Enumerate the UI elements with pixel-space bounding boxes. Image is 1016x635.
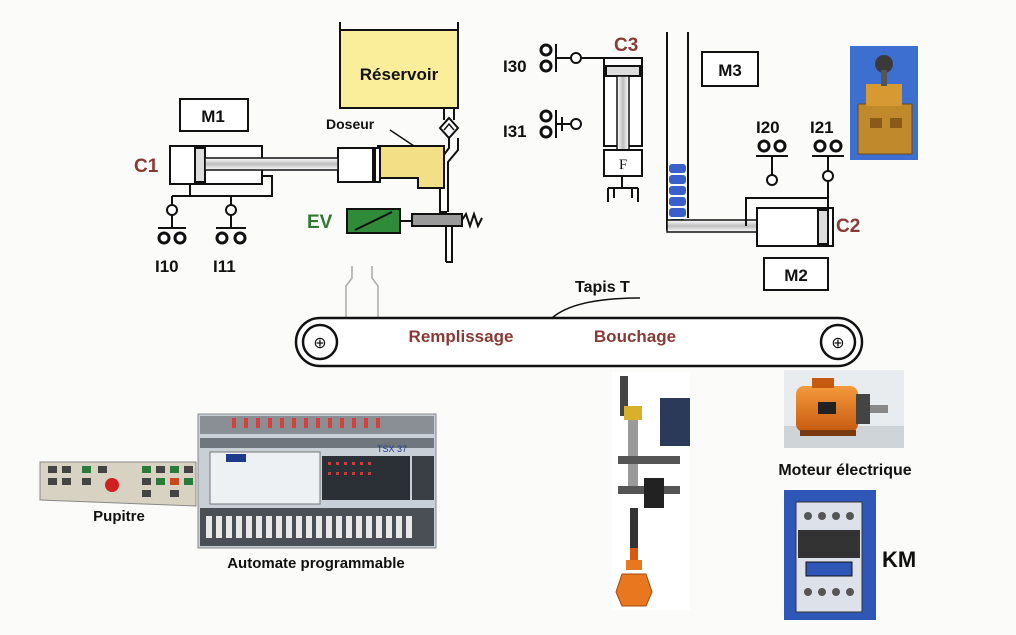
m1-label: M1 (201, 107, 225, 126)
km-label: KM (882, 547, 916, 572)
i30-label: I30 (503, 57, 527, 76)
capping-station-photo (612, 372, 690, 610)
c2-rod (666, 219, 758, 233)
cylinder-c2: C2 M2 (666, 197, 860, 291)
c3-rod (616, 75, 630, 151)
f-label: F (619, 157, 627, 173)
cylinder-c3: C3 F (556, 35, 643, 202)
doseur: Doseur (326, 116, 453, 263)
bottle-outline (345, 266, 379, 319)
ev-label: EV (307, 212, 333, 233)
c2-label: C2 (836, 216, 860, 237)
doseur-leader-line (389, 129, 415, 147)
c3-label: C3 (614, 35, 638, 56)
automate-label: Automate programmable (227, 555, 405, 572)
i20-label: I20 (756, 118, 780, 137)
cap-stack (669, 164, 686, 228)
sensor-i31: I31 (503, 109, 557, 141)
bouchage-label: Bouchage (594, 327, 676, 346)
ev-spring-icon (461, 210, 483, 230)
cap-magazine: M3 (666, 32, 759, 230)
right-pulley-icon: ⊕ (831, 335, 844, 352)
capping-head (607, 176, 639, 202)
ev-slider (411, 213, 463, 227)
pupitre-label: Pupitre (93, 508, 145, 525)
tapis-label: Tapis T (575, 279, 630, 296)
doseur-chamber (377, 145, 445, 189)
plc-model-label: TSX 37 (377, 444, 407, 454)
i21-label: I21 (810, 118, 834, 137)
sensor-i21: I21 (810, 118, 844, 198)
i11-label: I11 (213, 257, 236, 276)
conveyor-tapis-t: Tapis T ⊕ ⊕ Remplissage Bouchage (294, 279, 864, 368)
cylinder-c1: M1 C1 (134, 98, 339, 206)
m1-box (179, 98, 249, 132)
left-pulley (301, 323, 339, 361)
reservoir-tank (339, 29, 459, 109)
remplissage-label: Remplissage (409, 327, 514, 346)
reservoir: Réservoir (339, 22, 459, 109)
c1-label: C1 (134, 156, 159, 177)
f-box (603, 149, 643, 177)
motor-photo: Moteur électrique (778, 370, 912, 479)
left-pulley-icon: ⊕ (313, 335, 326, 352)
tapis-leader-line (551, 297, 641, 319)
doseur-label: Doseur (326, 116, 375, 132)
conveyor-belt (294, 316, 864, 368)
sensor-i10: I10 (155, 204, 187, 276)
pupitre-panel: Pupitre (39, 461, 197, 525)
sensor-i30: I30 (503, 43, 557, 76)
contactor-km-photo: KM (784, 490, 916, 620)
reservoir-label: Réservoir (360, 65, 439, 84)
m3-label: M3 (718, 61, 742, 80)
right-pulley (819, 323, 857, 361)
i31-label: I31 (503, 122, 527, 141)
check-valve-icon (438, 116, 460, 140)
plc-photo: TSX 37 Automate programmable (197, 413, 437, 572)
moteur-label: Moteur électrique (778, 462, 911, 479)
electro-valve: EV (307, 208, 483, 234)
m2-label: M2 (784, 266, 808, 285)
i10-label: I10 (155, 257, 179, 276)
c1-rod (204, 157, 339, 171)
m2-box (763, 257, 829, 291)
sensor-i11: I11 (213, 204, 247, 276)
m3-box (701, 51, 759, 87)
sensor-i20: I20 (756, 118, 788, 186)
limit-switch-photo (850, 46, 918, 160)
